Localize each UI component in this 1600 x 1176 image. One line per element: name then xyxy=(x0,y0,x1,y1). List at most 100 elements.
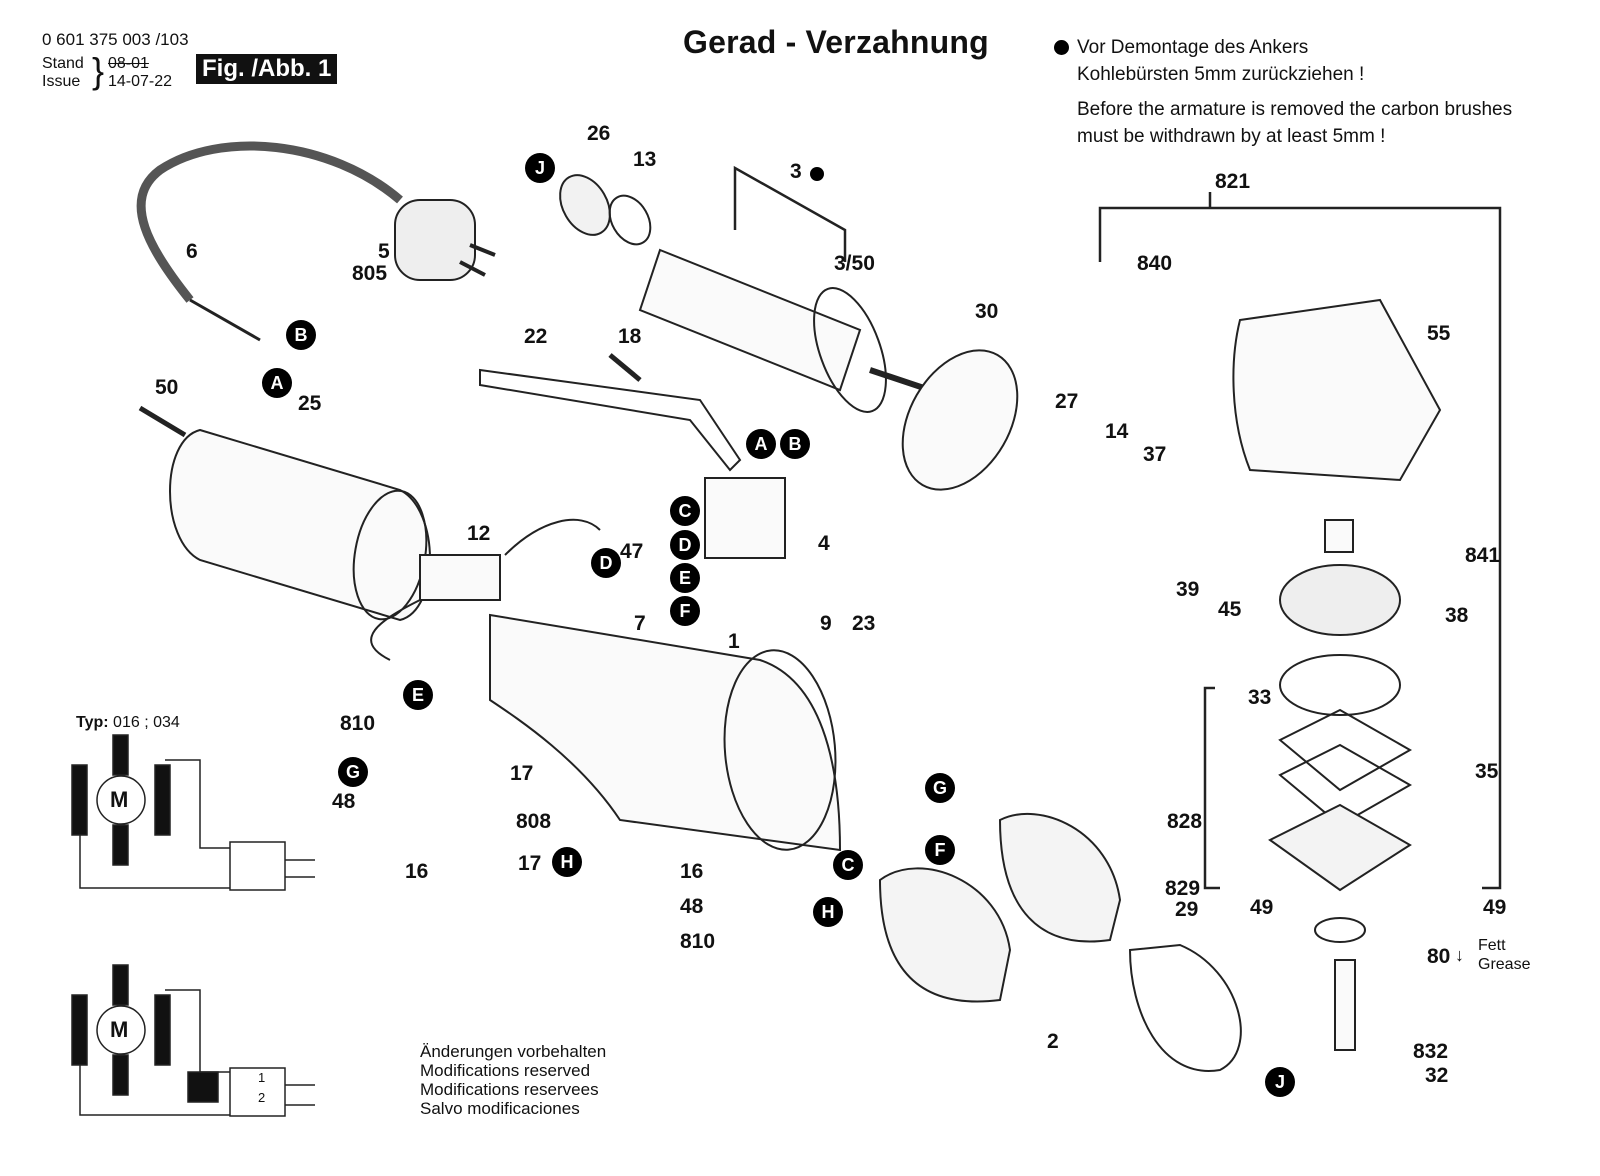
bearing-26 xyxy=(559,174,611,236)
callout-25: 25 xyxy=(298,392,322,415)
callout-17-top: 17 xyxy=(510,762,534,785)
marker-e-switch: E xyxy=(670,563,700,593)
callout-7: 7 xyxy=(634,612,646,635)
callout-828: 828 xyxy=(1167,810,1203,833)
switch-pos-2: 2 xyxy=(258,1090,266,1105)
note-de-1: Vor Demontage des Ankers xyxy=(1077,37,1309,58)
marker-c-switch: C xyxy=(670,496,700,526)
type-label-value: 016 ; 034 xyxy=(113,714,180,731)
service-note-dot-icon xyxy=(810,167,824,181)
callout-32: 32 xyxy=(1425,1064,1449,1087)
figure-label: Fig. /Abb. 1 xyxy=(196,54,338,84)
callout-808: 808 xyxy=(516,810,552,833)
switch-pos-1: 1 xyxy=(258,1070,266,1085)
grease-arrow-icon: ↓ xyxy=(1455,945,1464,965)
brace: } xyxy=(92,50,105,91)
plug xyxy=(394,199,476,281)
marker-a-switch: A xyxy=(746,429,776,459)
stand-label: Stand xyxy=(42,55,84,72)
bearing-13 xyxy=(608,194,652,246)
callout-2: 2 xyxy=(1047,1030,1059,1053)
stand-value: 08-01 xyxy=(108,55,149,72)
field-coil xyxy=(878,867,1012,1003)
callout-17-bottom: 17 xyxy=(518,852,542,875)
air-guide-29 xyxy=(1128,943,1242,1072)
callout-18: 18 xyxy=(618,325,642,348)
callout-840: 840 xyxy=(1137,252,1173,275)
grease-label-de: Fett xyxy=(1478,937,1506,954)
callout-50: 50 xyxy=(155,376,179,399)
callout-49-right: 49 xyxy=(1483,896,1507,919)
issue-label: Issue xyxy=(42,73,81,90)
callout-45: 45 xyxy=(1218,598,1242,621)
o-ring-33 xyxy=(1279,654,1401,716)
callout-30: 30 xyxy=(975,300,999,323)
gasket xyxy=(1278,708,1413,792)
power-cord xyxy=(136,141,403,303)
marker-c-field: C xyxy=(833,850,863,880)
marker-d-switch: D xyxy=(670,530,700,560)
callout-3-50: 3/50 xyxy=(834,252,875,275)
marker-d-cap: D xyxy=(591,548,621,578)
callout-3: 3 xyxy=(790,160,802,183)
capacitor xyxy=(419,554,501,601)
callout-48-left: 48 xyxy=(332,790,356,813)
callout-6: 6 xyxy=(186,240,198,263)
callout-12: 12 xyxy=(467,522,491,545)
callout-49-left: 49 xyxy=(1250,896,1274,919)
note-de-2: Kohlebürsten 5mm zurückziehen ! xyxy=(1077,64,1365,85)
issue-value: 14-07-22 xyxy=(108,73,173,90)
callout-5: 5 xyxy=(378,240,390,263)
marker-h-brush: H xyxy=(552,847,582,877)
callout-22: 22 xyxy=(524,325,548,348)
callout-9: 9 xyxy=(820,612,832,635)
grease-label-en: Grease xyxy=(1478,956,1531,973)
callout-16-right: 16 xyxy=(680,860,704,883)
marker-g-field: G xyxy=(925,773,955,803)
callout-23: 23 xyxy=(852,612,876,635)
footer-en: Modifications reserved xyxy=(420,1061,591,1080)
bearing-flange xyxy=(1268,803,1412,892)
callout-821: 821 xyxy=(1215,170,1251,193)
callout-48-right: 48 xyxy=(680,895,704,918)
spindle xyxy=(1334,959,1356,1051)
motor-housing xyxy=(489,613,842,852)
type-label-key: Typ: xyxy=(76,714,109,731)
callout-13: 13 xyxy=(633,148,657,171)
motor-symbol-2: M xyxy=(110,1017,129,1042)
bevel-gear-38 xyxy=(1279,564,1401,636)
callout-841: 841 xyxy=(1465,544,1501,567)
callout-26: 26 xyxy=(587,122,611,145)
marker-a-cord: A xyxy=(262,368,292,398)
part-number: 0 601 375 003 /103 xyxy=(42,30,189,49)
marker-b-cord: B xyxy=(286,320,316,350)
marker-f-switch: F xyxy=(670,596,700,626)
marker-h-field: H xyxy=(813,897,843,927)
callout-810-right: 810 xyxy=(680,930,716,953)
footer-de: Änderungen vorbehalten xyxy=(420,1042,607,1061)
callout-80: 80 xyxy=(1427,945,1451,968)
wiring-diagram-2 xyxy=(71,964,315,1117)
gear-head xyxy=(1232,298,1442,482)
callout-35: 35 xyxy=(1475,760,1499,783)
type-label: Typ: 016 ; 034 xyxy=(76,714,180,732)
armature xyxy=(638,248,862,392)
footer-es: Salvo modificaciones xyxy=(420,1099,580,1118)
callout-39: 39 xyxy=(1176,578,1200,601)
callout-29: 29 xyxy=(1175,898,1199,921)
note-en-2: must be withdrawn by at least 5mm ! xyxy=(1077,126,1386,147)
marker-j-bottom: J xyxy=(1265,1067,1295,1097)
callout-37: 37 xyxy=(1143,443,1167,466)
callout-1: 1 xyxy=(728,630,740,653)
callout-16-left: 16 xyxy=(405,860,429,883)
motor-symbol-1: M xyxy=(110,787,129,812)
callout-33: 33 xyxy=(1248,686,1272,709)
marker-e-cap: E xyxy=(403,680,433,710)
fan-baffle xyxy=(901,349,1019,491)
callout-55: 55 xyxy=(1427,322,1451,345)
note-bullet-icon xyxy=(1054,40,1069,55)
callout-829: 829 xyxy=(1165,877,1201,900)
marker-g-brush: G xyxy=(338,757,368,787)
callout-14: 14 xyxy=(1105,420,1129,443)
